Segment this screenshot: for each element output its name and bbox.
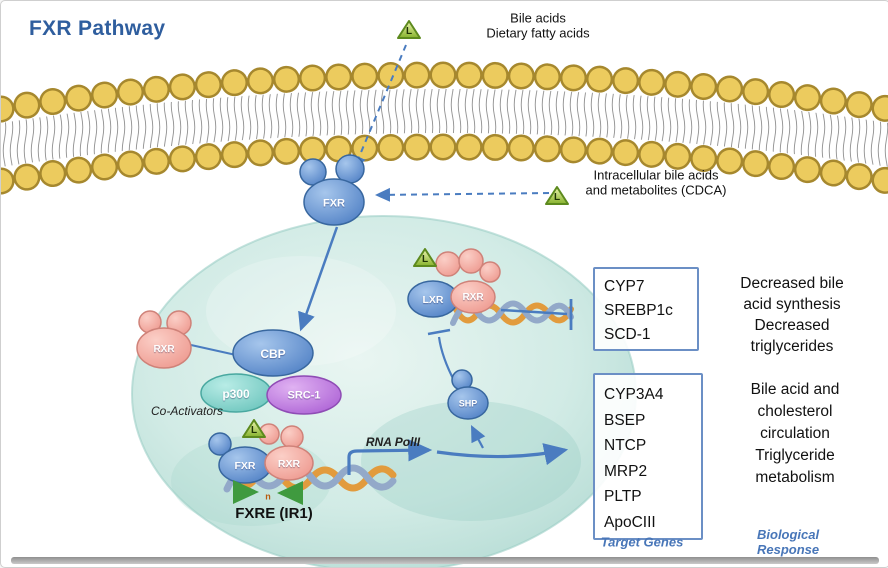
membrane-tails — [1, 89, 888, 167]
label-rna-polii: RNA PolII — [365, 434, 421, 449]
label-shp: SHP — [458, 398, 478, 409]
ligand-triangle-top — [397, 20, 421, 39]
ligand-triangle-complex — [242, 419, 266, 438]
ligand-triangle-intracellular — [545, 186, 569, 205]
page-title: FXR Pathway — [29, 17, 166, 40]
lxr-inhibition-line — [500, 299, 573, 330]
intracellular-signal-label: Intracellular bile acids and metabolites… — [585, 167, 727, 198]
footer-target-genes: Target Genes — [600, 534, 684, 550]
label-cbp: CBP — [260, 346, 286, 361]
label-lxr: LXR — [422, 293, 444, 306]
gene-item: ApoCIII — [604, 513, 656, 531]
transcription-start-arrow — [347, 425, 569, 475]
target-gene-box-2: CYP3A4 BSEP NTCP MRP2 PLTP ApoCIII — [593, 373, 703, 540]
cbp-blob — [232, 329, 314, 377]
gene-item: CYP7 — [604, 278, 645, 295]
label-spacer-n: n — [265, 491, 271, 502]
shp-blob — [447, 369, 489, 420]
fxr-rxr-dna-complex — [208, 419, 314, 484]
label-rxr-lxr: RXR — [462, 292, 484, 304]
lxr-rxr-complex — [407, 248, 501, 318]
window-bottom-edge — [11, 557, 879, 564]
label-rxr-free: RXR — [153, 344, 175, 356]
gene-item: SREBP1c — [604, 302, 673, 319]
coactivator-complex — [200, 329, 342, 415]
ligand-letter-lxr: L — [421, 254, 429, 266]
ligand-letter-top: L — [405, 26, 413, 38]
src1-blob — [266, 375, 342, 415]
gene-item: NTCP — [604, 437, 647, 454]
gene-item: MRP2 — [604, 462, 648, 480]
fxre-ir1-arrows — [233, 480, 303, 505]
ligand-letter-intracellular: L — [553, 192, 561, 204]
label-p300: p300 — [222, 386, 250, 401]
ligand-triangle-lxr — [413, 248, 437, 267]
biological-response-1: Decreased bile acid synthesis Decreased … — [740, 275, 844, 355]
fxr-receptor-membrane — [299, 154, 365, 226]
rxr-free-receptor — [136, 310, 192, 369]
label-fxre: FXRE (IR1) — [235, 505, 313, 523]
gene-item: CYP3A4 — [604, 386, 664, 403]
plasma-membrane — [1, 61, 888, 195]
gene-item: PLTP — [604, 488, 642, 505]
stimulus-label: Bile acids Dietary fatty acids — [486, 10, 590, 41]
label-fxr-dna: FXR — [234, 459, 256, 472]
ligand-letter-complex: L — [250, 425, 258, 437]
label-fxr-membrane: FXR — [323, 197, 345, 210]
gene-item: SCD-1 — [604, 326, 651, 343]
intracellular-ligand-arrow — [375, 187, 550, 202]
footer-biological-response: Biological Response — [757, 527, 820, 557]
label-src1: SRC-1 — [287, 389, 321, 402]
gene-item: BSEP — [604, 411, 646, 429]
biological-response-2: Bile acid and cholesterol circulation Tr… — [750, 381, 840, 486]
label-rxr-dna: RXR — [277, 457, 301, 470]
ligand-entry-arrow — [352, 44, 407, 171]
label-coactivators: Co-Activators — [150, 403, 224, 418]
target-gene-box-1: CYP7 SREBP1c SCD-1 — [593, 267, 699, 351]
